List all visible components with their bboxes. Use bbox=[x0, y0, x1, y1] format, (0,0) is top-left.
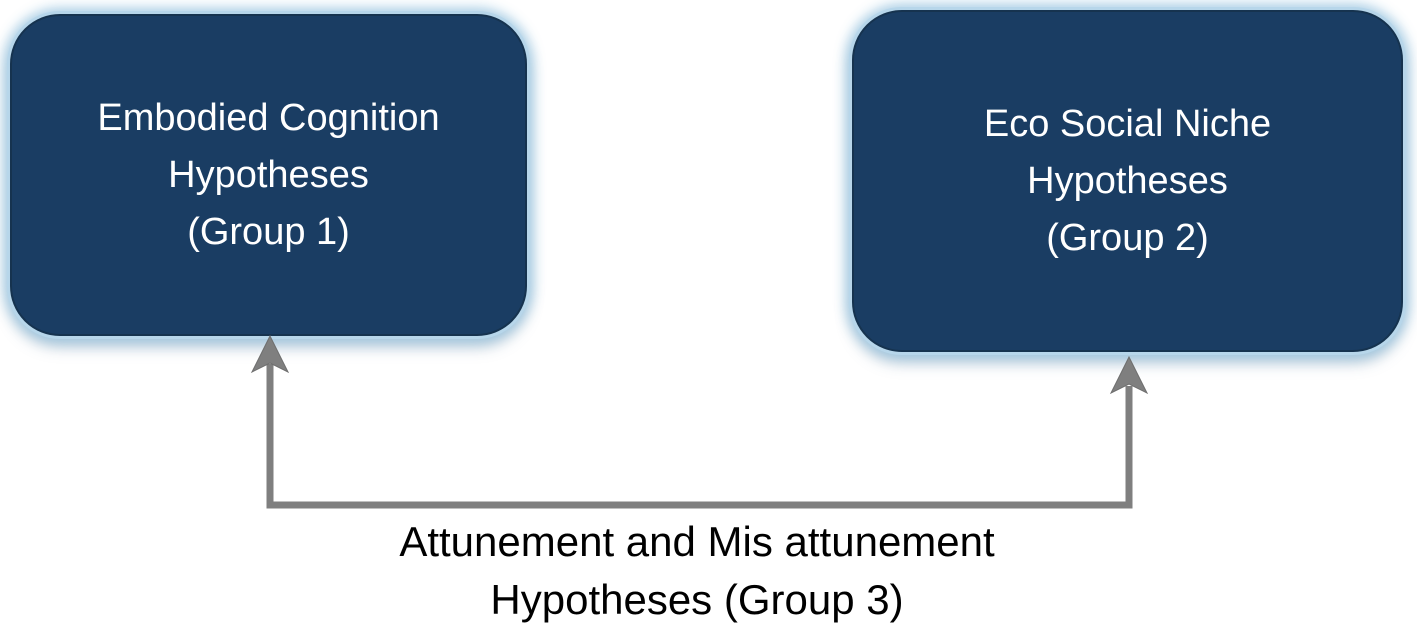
connector-label-line-2: Hypotheses (Group 3) bbox=[490, 576, 904, 623]
node-group-1-line-3: (Group 1) bbox=[187, 210, 350, 253]
connector-label-group-3: Attunement and Mis attunement Hypotheses… bbox=[247, 513, 1147, 623]
arrowhead-to-group-1-icon bbox=[250, 334, 290, 374]
node-group-1-line-2: Hypotheses bbox=[168, 153, 369, 196]
node-group-2: Eco Social Niche Hypotheses (Group 2) bbox=[852, 10, 1403, 352]
connector-line bbox=[266, 364, 1133, 509]
node-group-2-line-1: Eco Social Niche bbox=[983, 102, 1272, 145]
connector-label-line-1: Attunement and Mis attunement bbox=[399, 518, 995, 565]
node-group-1-line-1: Embodied Cognition bbox=[97, 96, 440, 139]
node-group-2-line-2: Hypotheses bbox=[1027, 159, 1228, 202]
node-group-2-line-3: (Group 2) bbox=[1046, 216, 1209, 259]
node-group-1: Embodied Cognition Hypotheses (Group 1) bbox=[10, 14, 527, 336]
arrowhead-to-group-2-icon bbox=[1109, 355, 1149, 395]
